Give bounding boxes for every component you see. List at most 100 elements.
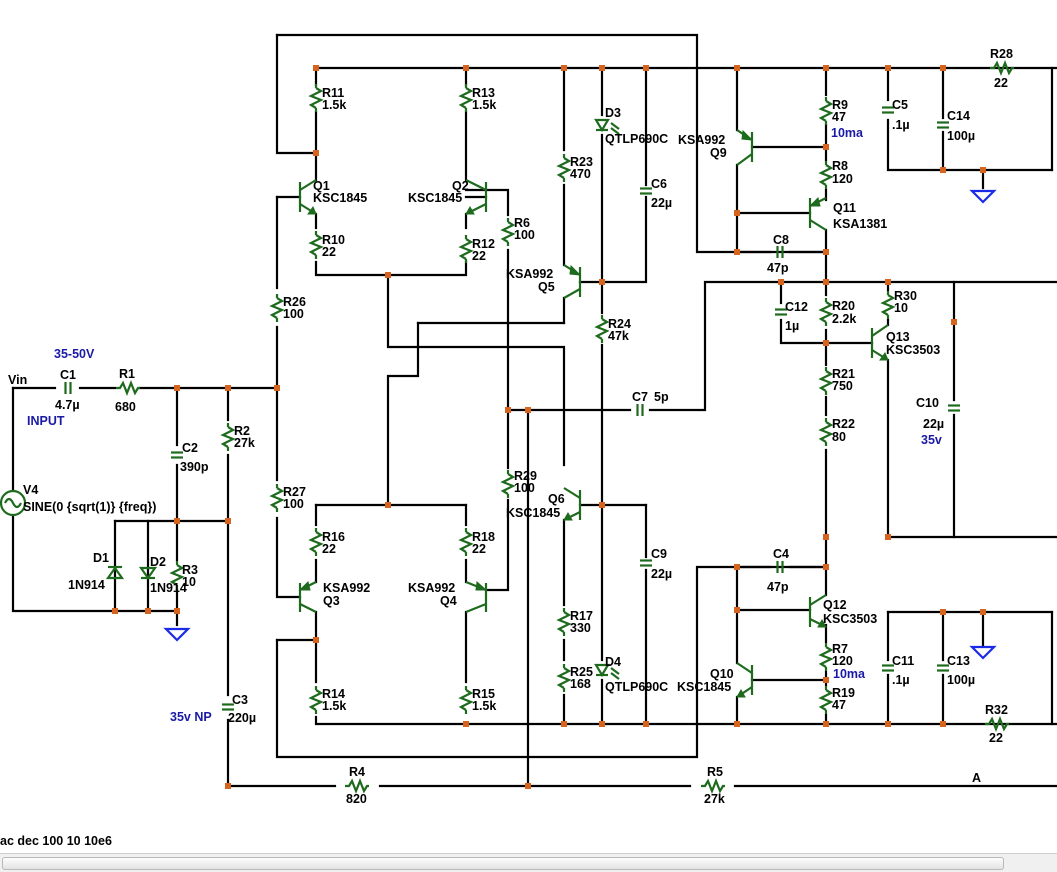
svg-text:120: 120	[832, 654, 853, 668]
svg-text:R17: R17	[570, 609, 593, 623]
scrollbar-thumb[interactable]	[2, 857, 1004, 870]
junction-dots	[112, 65, 986, 789]
svg-text:C6: C6	[651, 177, 667, 191]
svg-text:R19: R19	[832, 686, 855, 700]
svg-text:22: 22	[994, 76, 1008, 90]
resistor-r9[interactable]: R9R947	[819, 95, 848, 127]
svg-text:KSC1845: KSC1845	[677, 680, 731, 694]
svg-text:C9: C9	[651, 547, 667, 561]
svg-text:R6: R6	[514, 216, 530, 230]
capacitor-c1[interactable]: C14.7µ	[55, 368, 80, 412]
svg-text:100: 100	[514, 481, 535, 495]
svg-text:10: 10	[894, 301, 908, 315]
ground-icon	[970, 645, 996, 660]
wires	[11, 33, 1057, 788]
svg-text:R32: R32	[985, 703, 1008, 717]
svg-text:1.5k: 1.5k	[322, 699, 346, 713]
input-label: INPUT	[27, 414, 65, 428]
horizontal-scrollbar[interactable]	[0, 853, 1057, 872]
resistor-r17[interactable]: R17R17330330	[557, 606, 593, 638]
svg-text:KSC1845: KSC1845	[313, 191, 367, 205]
svg-text:22µ: 22µ	[651, 196, 672, 210]
svg-text:22µ: 22µ	[651, 567, 672, 581]
svg-text:R9: R9	[832, 98, 848, 112]
svg-text:QTLP690C: QTLP690C	[605, 680, 668, 694]
svg-text:C10: C10	[916, 396, 939, 410]
resistor-r15[interactable]: R15R151.5k	[459, 684, 496, 716]
capacitor-c5[interactable]: C5.1µ	[880, 98, 910, 132]
svg-text:47: 47	[832, 698, 846, 712]
spice-directive[interactable]: ac dec 100 10 10e6	[0, 834, 112, 848]
svg-text:R30: R30	[894, 289, 917, 303]
svg-text:KSA992: KSA992	[323, 581, 370, 595]
svg-text:C4: C4	[773, 547, 789, 561]
svg-text:C1: C1	[60, 368, 76, 382]
note-r9-current: 10ma	[831, 126, 864, 140]
svg-text:C12: C12	[785, 300, 808, 314]
svg-text:Q9: Q9	[710, 146, 727, 160]
svg-text:R15: R15	[472, 687, 495, 701]
capacitor-c11[interactable]: C11.1µ	[880, 654, 914, 687]
svg-text:R8: R8	[832, 159, 848, 173]
voltage-source-v4[interactable]: V4 SINE(0 {sqrt(1)} {freq})	[0, 483, 156, 517]
svg-text:100: 100	[283, 497, 304, 511]
svg-text:R23: R23	[570, 155, 593, 169]
svg-text:2.2k: 2.2k	[832, 312, 856, 326]
